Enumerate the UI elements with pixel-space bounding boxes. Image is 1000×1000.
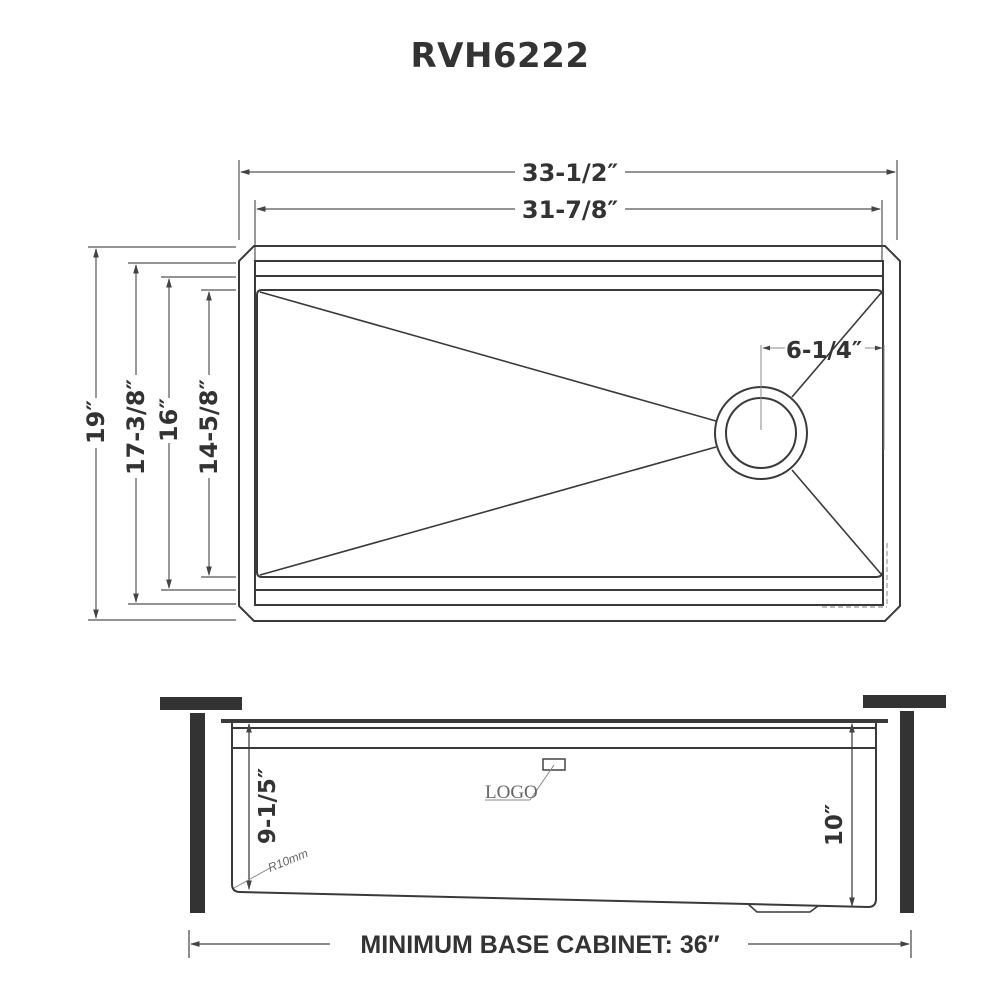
dim-width-overall xyxy=(238,160,898,240)
left-depth-label: 9-1/5″ xyxy=(255,768,281,844)
logo-box xyxy=(542,758,566,771)
depth-2-label: 17-3/8″ xyxy=(122,379,150,476)
dim-drain-offset xyxy=(760,345,885,450)
dim-width-inner xyxy=(254,200,883,262)
drain-offset-label: 6-1/4″ xyxy=(786,338,862,364)
sink-outline xyxy=(238,245,901,622)
side-view: LOGO 9-1/5″ R10mm 10″ MINIMUM BASE CABIN… xyxy=(160,695,946,959)
dim-depths xyxy=(88,246,236,621)
top-view: 33-1/2″ 31-7/8″ xyxy=(82,159,901,622)
depth-3-label: 16″ xyxy=(155,398,183,442)
sink-profile xyxy=(221,719,888,913)
logo-label: LOGO xyxy=(485,782,538,803)
model-title: RVH6222 xyxy=(410,36,590,76)
cabinet-label: MINIMUM BASE CABINET: 36″ xyxy=(360,931,719,959)
depth-inner-label: 14-5/8″ xyxy=(195,379,223,476)
dim-cabinet xyxy=(188,930,912,958)
width-inner-label: 31-7/8″ xyxy=(522,196,619,224)
radius-leader xyxy=(233,867,271,889)
radius-label: R10mm xyxy=(266,846,310,875)
right-depth-label: 10″ xyxy=(822,804,848,846)
dashed-corner xyxy=(822,543,888,608)
depth-overall-label: 19″ xyxy=(82,400,110,444)
width-overall-label: 33-1/2″ xyxy=(522,159,619,187)
cabinet-walls xyxy=(160,695,946,913)
logo-callout: LOGO xyxy=(485,758,566,803)
